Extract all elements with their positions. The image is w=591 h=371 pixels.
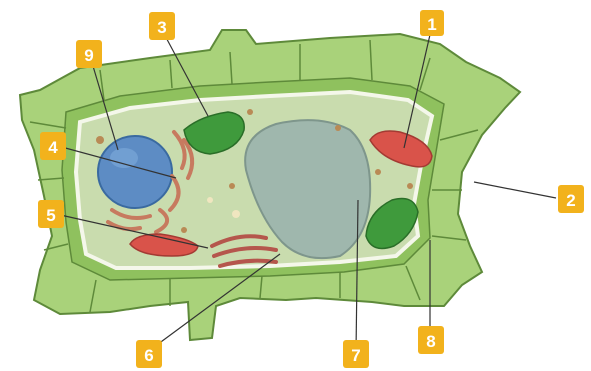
label-badge-9: 9 (76, 40, 102, 68)
label-7: 7 (351, 346, 360, 365)
label-badge-7: 7 (343, 340, 369, 368)
label-badge-3: 3 (149, 12, 175, 40)
label-badge-8: 8 (418, 326, 444, 354)
nucleus (98, 136, 172, 208)
label-2: 2 (566, 191, 575, 210)
label-3: 3 (157, 18, 166, 37)
label-badge-6: 6 (136, 340, 162, 368)
label-9: 9 (84, 46, 93, 65)
label-1: 1 (427, 15, 436, 34)
label-badge-5: 5 (38, 200, 64, 228)
label-6: 6 (144, 346, 153, 365)
label-4: 4 (48, 138, 58, 157)
label-badge-2: 2 (558, 185, 584, 213)
label-badge-4: 4 (40, 132, 66, 160)
label-8: 8 (426, 332, 435, 351)
label-badge-1: 1 (420, 10, 444, 36)
label-5: 5 (46, 206, 55, 225)
